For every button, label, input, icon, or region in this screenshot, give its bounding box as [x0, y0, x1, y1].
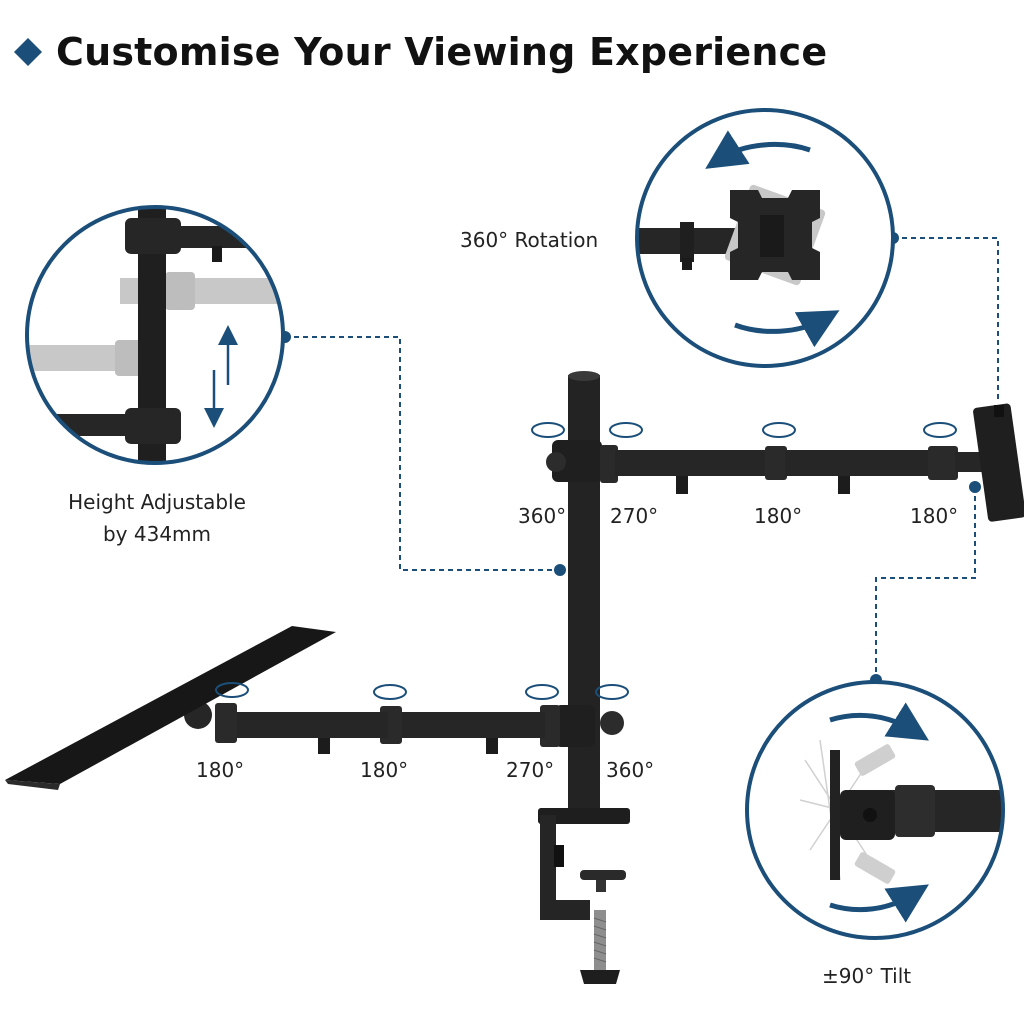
- height-label: Height Adjustable by 434mm: [52, 490, 262, 546]
- tilt-label: ±90° Tilt: [822, 964, 912, 988]
- upper-vesa-head: [973, 403, 1024, 522]
- lower-angle-label: 360°: [606, 758, 655, 782]
- lower-angle-label: 180°: [196, 758, 245, 782]
- tilt-detail-circle: [745, 680, 1005, 940]
- diamond-bullet-icon: [14, 38, 42, 66]
- upper-angle-label: 180°: [910, 504, 959, 528]
- upper-arm: [546, 403, 1024, 522]
- upper-angle-label: 360°: [518, 504, 567, 528]
- height-label-line2: by 434mm: [102, 522, 212, 546]
- rotation-label: 360° Rotation: [460, 228, 599, 252]
- clamp-knob: [580, 970, 620, 984]
- page-title: Customise Your Viewing Experience: [14, 30, 827, 74]
- rotation-indicators: [215, 422, 957, 700]
- height-label-line1: Height Adjustable: [68, 490, 246, 514]
- upper-angle-label: 270°: [610, 504, 659, 528]
- height-detail-circle: [25, 205, 285, 465]
- clamp-screw-rod: [594, 910, 606, 970]
- lower-angle-label: 270°: [506, 758, 555, 782]
- tilted-monitor: [5, 626, 336, 790]
- rotation-detail-circle: [635, 108, 895, 368]
- lower-angle-label: 180°: [360, 758, 409, 782]
- c-clamp: [540, 815, 590, 920]
- lower-arm: [184, 701, 624, 754]
- upper-angle-label: 180°: [754, 504, 803, 528]
- page-title-text: Customise Your Viewing Experience: [56, 30, 828, 74]
- desk-clamp-plate: [538, 808, 630, 824]
- dashed-connectors: [285, 237, 999, 680]
